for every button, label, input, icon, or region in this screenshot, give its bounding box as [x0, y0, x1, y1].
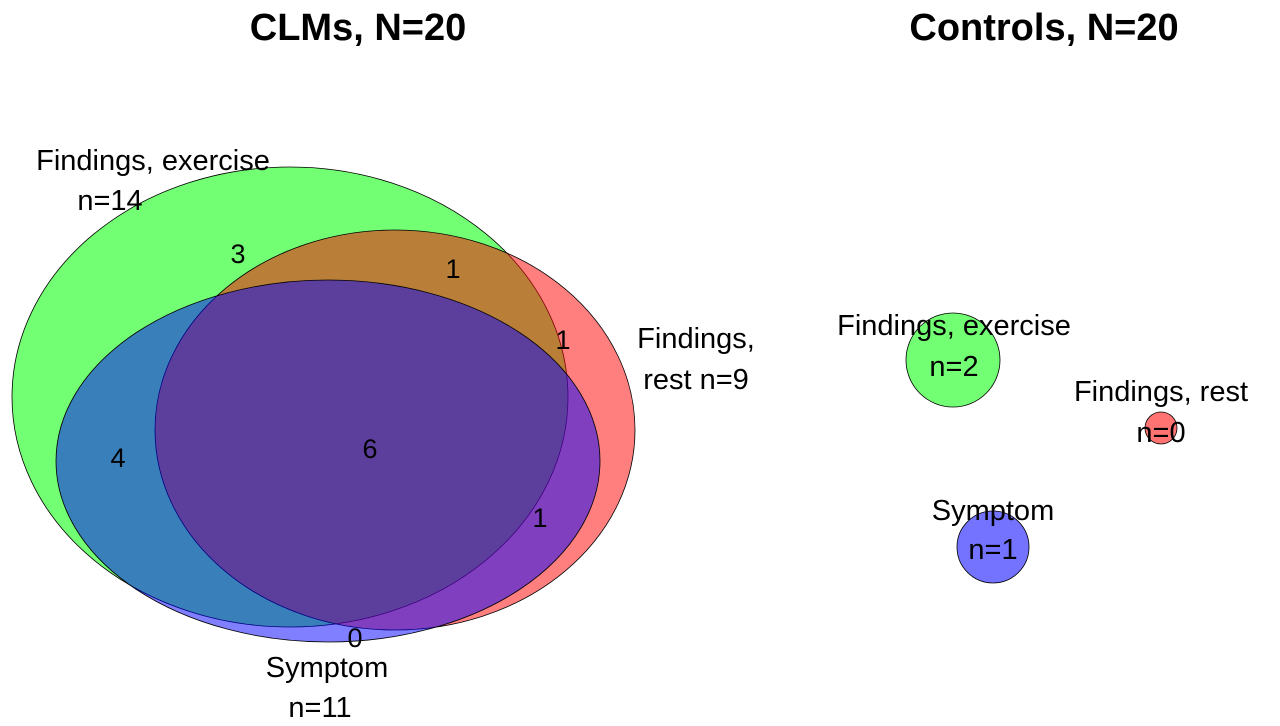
controls-rest-set [1144, 411, 1178, 445]
clms-rest-label-2: rest n=9 [643, 364, 749, 396]
controls-rest-label-1: Findings, rest [1074, 376, 1248, 408]
controls-exercise-label-1: Findings, exercise [837, 310, 1071, 342]
clms-symptom-label-1: Symptom [266, 652, 388, 684]
clms-symptom-label-2: n=11 [288, 692, 351, 724]
controls-rest-label-2: n=0 [1136, 417, 1185, 449]
count-rest-symptom: 1 [532, 503, 547, 533]
count-exercise-symptom: 4 [110, 443, 125, 473]
controls-symptom-label-1: Symptom [932, 495, 1054, 527]
controls-exercise-set [905, 312, 1001, 408]
clms-exercise-label-1: Findings, exercise [36, 145, 270, 177]
clms-rest-label-1: Findings, [637, 323, 755, 355]
clms-symptom-set [55, 279, 601, 643]
controls-title: Controls, N=20 [909, 7, 1178, 49]
clms-title: CLMs, N=20 [250, 7, 466, 49]
controls-symptom-set [956, 510, 1030, 584]
count-exercise-rest: 1 [445, 254, 460, 284]
controls-exercise-label-2: n=2 [929, 351, 978, 383]
clms-exercise-label-2: n=14 [77, 185, 142, 217]
controls-venn: Findings, exercise n=2 Findings, rest n=… [837, 310, 1248, 584]
count-exercise-only: 3 [230, 239, 245, 269]
count-symptom-only: 0 [347, 623, 362, 653]
count-rest-only: 1 [555, 325, 570, 355]
count-all-three: 6 [362, 434, 377, 464]
clms-venn: Findings, exercise n=14 Findings, rest n… [11, 145, 755, 724]
controls-symptom-label-2: n=1 [968, 534, 1017, 566]
